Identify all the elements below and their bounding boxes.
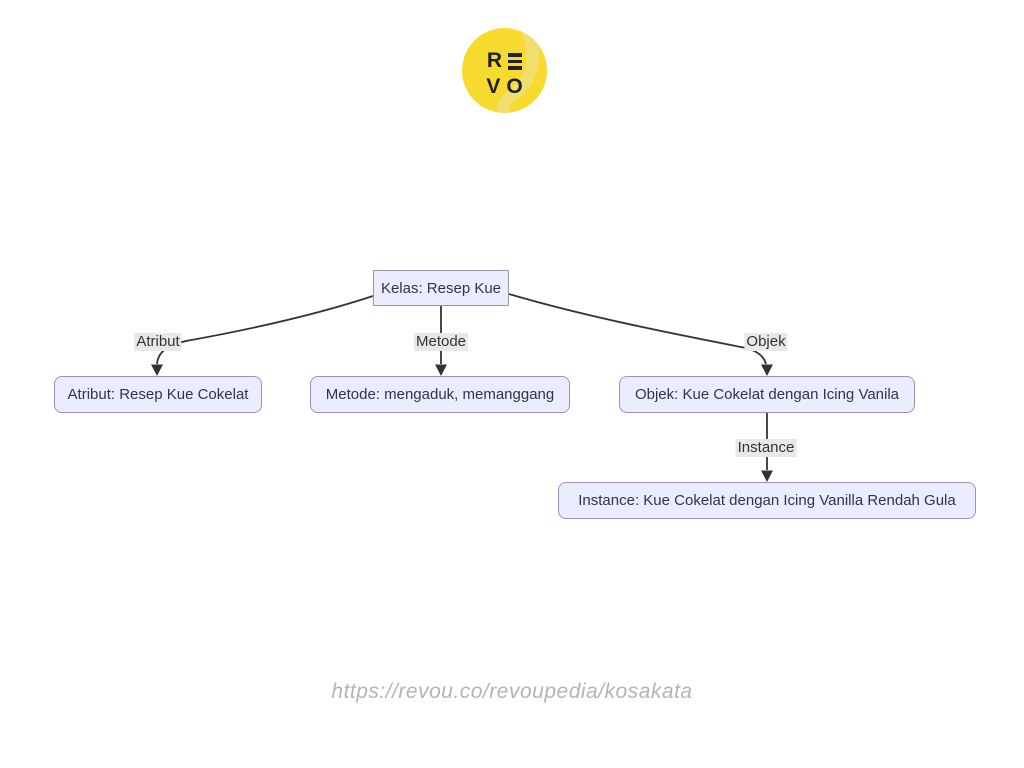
logo-row-bottom: V O — [486, 76, 522, 97]
logo-swoosh-icon — [496, 28, 540, 113]
logo-letter-o: O — [506, 75, 523, 98]
node-kelas: Kelas: Resep Kue — [373, 270, 509, 306]
logo-row-top: R — [486, 49, 523, 72]
edge-kelas-objek — [508, 293, 767, 365]
node-metode: Metode: mengaduk, memanggang — [310, 376, 570, 413]
edge-kelas-atribut — [156, 295, 374, 365]
arrowhead-objek-icon — [761, 364, 773, 376]
logo-letter-v: V — [486, 75, 501, 98]
edge-label-instance: Instance — [735, 439, 797, 457]
logo-letters: R V O — [462, 28, 547, 113]
revou-logo: R V O — [462, 28, 547, 113]
node-objek: Objek: Kue Cokelat dengan Icing Vanila — [619, 376, 915, 413]
node-atribut: Atribut: Resep Kue Cokelat — [54, 376, 262, 413]
arrowhead-instance-icon — [761, 470, 773, 482]
edge-label-atribut: Atribut — [134, 333, 182, 351]
footer-url: https://revou.co/revoupedia/kosakata — [331, 680, 693, 703]
edge-label-objek: Objek — [744, 333, 788, 351]
logo-letter-r: R — [486, 49, 503, 72]
logo-triple-bar-icon — [508, 53, 523, 70]
edge-label-metode: Metode — [413, 333, 469, 351]
arrowhead-atribut-icon — [151, 364, 163, 376]
arrowhead-metode-icon — [435, 364, 447, 376]
node-instance: Instance: Kue Cokelat dengan Icing Vanil… — [558, 482, 976, 519]
